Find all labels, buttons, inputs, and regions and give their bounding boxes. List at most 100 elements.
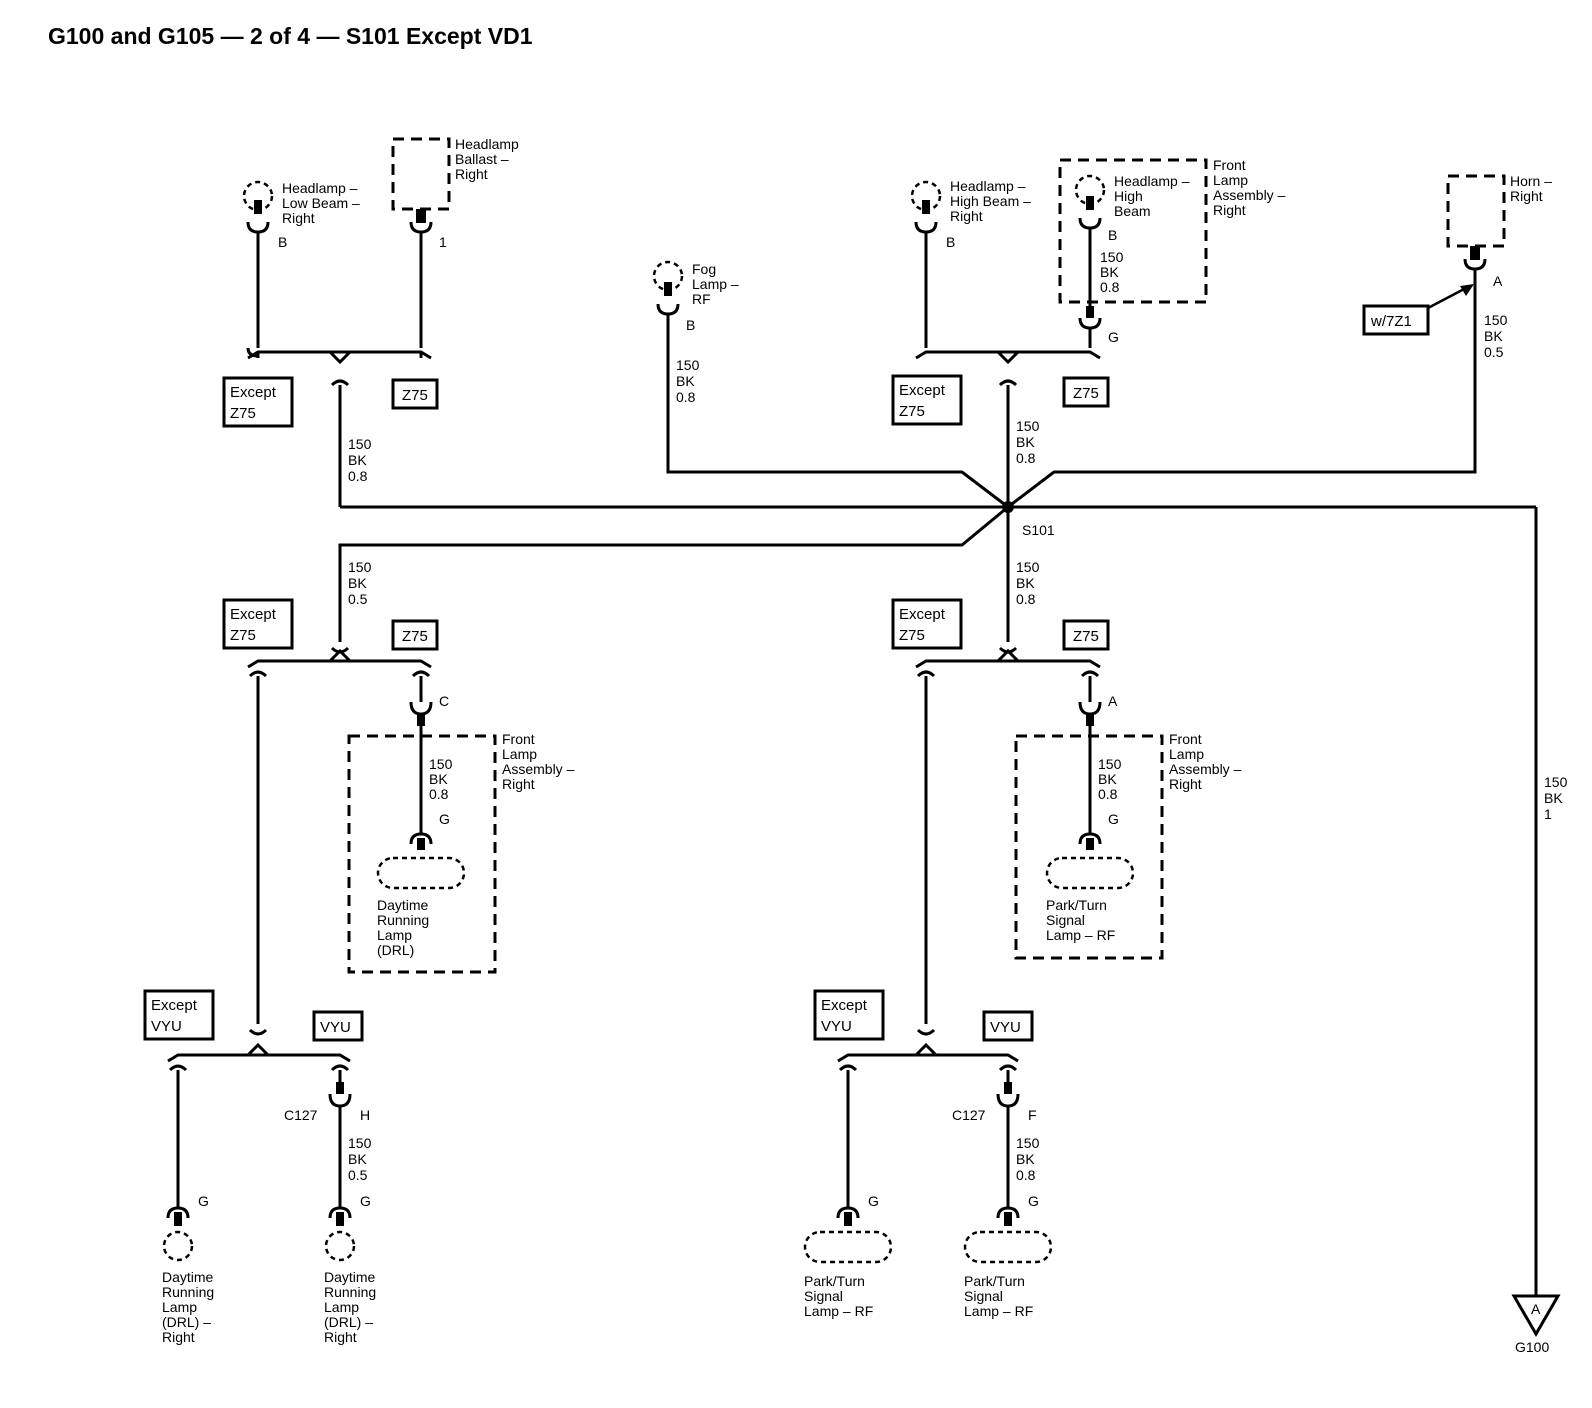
lamp-bulb-icon bbox=[162, 1230, 194, 1262]
option-label: Z75 bbox=[402, 387, 428, 404]
component-label-line: Park/Turn bbox=[1046, 897, 1107, 913]
component-label-line: High bbox=[1114, 188, 1143, 204]
component-label-line: Running bbox=[162, 1284, 214, 1300]
pin-label: 1 bbox=[439, 234, 447, 250]
connector-terminal-icon bbox=[246, 221, 270, 234]
wire-label: BK bbox=[429, 771, 448, 787]
option-bracket bbox=[837, 1053, 1019, 1063]
component-label-line: Assembly – bbox=[1169, 761, 1242, 777]
component-label-line: Assembly – bbox=[502, 761, 575, 777]
arrow-head-icon bbox=[1460, 284, 1474, 296]
connector-terminal-icon bbox=[1078, 217, 1102, 230]
connector-terminal-icon bbox=[836, 1206, 860, 1219]
option-box-vyu: VYU bbox=[982, 1010, 1034, 1042]
splice-dot bbox=[1002, 501, 1014, 513]
wire-label: BK bbox=[1016, 575, 1035, 591]
connector-terminal-icon bbox=[1078, 701, 1102, 716]
option-box-except-vyu: Except VYU bbox=[143, 989, 215, 1041]
component-label-line: Lamp – RF bbox=[804, 1303, 873, 1319]
connector-terminal-icon bbox=[998, 379, 1018, 387]
wire-label: 150 bbox=[1484, 312, 1508, 328]
pin-label: B bbox=[278, 234, 287, 250]
component-label-line: Assembly – bbox=[1213, 187, 1286, 203]
bracket-junction bbox=[996, 648, 1020, 663]
ground-name: G100 bbox=[1515, 1339, 1549, 1355]
component-label-line: Right bbox=[282, 210, 315, 226]
option-label: Except bbox=[230, 606, 277, 623]
lamp-bulb-icon bbox=[1045, 856, 1135, 890]
bracket-junction bbox=[996, 350, 1020, 365]
connector-terminal-icon bbox=[248, 670, 268, 678]
option-box-z75: Z75 bbox=[391, 378, 439, 410]
ground-g100: A G100 bbox=[1511, 1294, 1561, 1355]
wire-label: 150 bbox=[1544, 774, 1568, 790]
connector-terminal-icon bbox=[838, 1064, 858, 1072]
bracket-tick bbox=[256, 352, 423, 358]
component-label-line: Front bbox=[1213, 157, 1246, 173]
wire-label: 1 bbox=[1544, 806, 1552, 822]
front-lamp-assembly-right-mid-left: Front Lamp Assembly – Right 150 BK 0.8 G… bbox=[347, 726, 575, 974]
splice-label: S101 bbox=[1022, 522, 1055, 538]
component-label-line: Lamp bbox=[377, 927, 412, 943]
option-bracket bbox=[247, 350, 432, 360]
headlamp-high-beam-right: Headlamp – High Beam – Right B bbox=[910, 178, 1031, 250]
component-label-line: Running bbox=[324, 1284, 376, 1300]
front-lamp-assembly-right-mid-right: Front Lamp Assembly – Right 150 BK 0.8 G… bbox=[1014, 726, 1242, 960]
pin-label: B bbox=[1108, 227, 1117, 243]
headlamp-ballast-right: Headlamp Ballast – Right 1 bbox=[391, 136, 519, 250]
connector-terminal-icon bbox=[916, 1028, 936, 1036]
option-label: w/7Z1 bbox=[1370, 313, 1412, 330]
wire-label: 0.8 bbox=[1016, 591, 1036, 607]
wire-label: 0.8 bbox=[1100, 279, 1120, 295]
component-label-line: Lamp bbox=[502, 746, 537, 762]
component-box bbox=[1446, 174, 1506, 248]
option-box-except-z75: Except Z75 bbox=[891, 598, 963, 650]
wire-label: 0.5 bbox=[348, 591, 368, 607]
connector-terminal-icon bbox=[1078, 832, 1102, 845]
bracket-junction bbox=[328, 648, 352, 663]
pin-label: C bbox=[439, 693, 449, 709]
option-label: Z75 bbox=[402, 628, 428, 645]
option-label: VYU bbox=[151, 1018, 182, 1035]
component-label-line: Low Beam – bbox=[282, 195, 360, 211]
connector-terminal-icon bbox=[328, 1093, 352, 1108]
component-box bbox=[1058, 158, 1208, 304]
option-label: Z75 bbox=[230, 405, 256, 422]
pin-label: G bbox=[1108, 329, 1119, 345]
option-label: Except bbox=[821, 997, 868, 1014]
page-title: G100 and G105 — 2 of 4 — S101 Except VD1 bbox=[48, 23, 533, 49]
fog-lamp-rf: Fog Lamp – RF B bbox=[652, 260, 739, 333]
component-label-line: Beam bbox=[1114, 203, 1151, 219]
option-label: VYU bbox=[821, 1018, 852, 1035]
lamp-bulb-icon bbox=[803, 1230, 893, 1264]
wire-label: BK bbox=[1100, 264, 1119, 280]
component-label-line: Ballast – bbox=[455, 151, 509, 167]
connector-terminal-icon bbox=[166, 1206, 190, 1219]
pin-label: G bbox=[1028, 1193, 1039, 1209]
option-label: Z75 bbox=[899, 627, 925, 644]
option-box-w7z1: w/7Z1 bbox=[1362, 304, 1430, 336]
wire-label: 0.5 bbox=[348, 1167, 368, 1183]
pin-label: G bbox=[1108, 811, 1119, 827]
wire-label: 150 bbox=[1100, 249, 1124, 265]
component-label-line: Right bbox=[455, 166, 488, 182]
component-label-line: Right bbox=[950, 208, 983, 224]
pin-label: B bbox=[946, 234, 955, 250]
component-label-line: Lamp bbox=[162, 1299, 197, 1315]
option-label: VYU bbox=[990, 1019, 1021, 1036]
component-label-line: Right bbox=[162, 1329, 195, 1345]
component-label-line: Daytime bbox=[162, 1269, 214, 1285]
connector-terminal-icon bbox=[168, 1064, 188, 1072]
option-label: Z75 bbox=[1073, 628, 1099, 645]
component-label-line: Front bbox=[502, 731, 535, 747]
option-box-except-z75: Except Z75 bbox=[222, 598, 294, 650]
wire bbox=[1007, 269, 1477, 509]
option-box-except-z75: Except Z75 bbox=[891, 374, 963, 426]
pin-label: B bbox=[686, 317, 695, 333]
component-label-line: Lamp – RF bbox=[964, 1303, 1033, 1319]
wire-label: 150 bbox=[429, 756, 453, 772]
component-label-line: (DRL) – bbox=[162, 1314, 211, 1330]
wire-label: BK bbox=[348, 1151, 367, 1167]
bracket-junction bbox=[246, 1042, 270, 1057]
